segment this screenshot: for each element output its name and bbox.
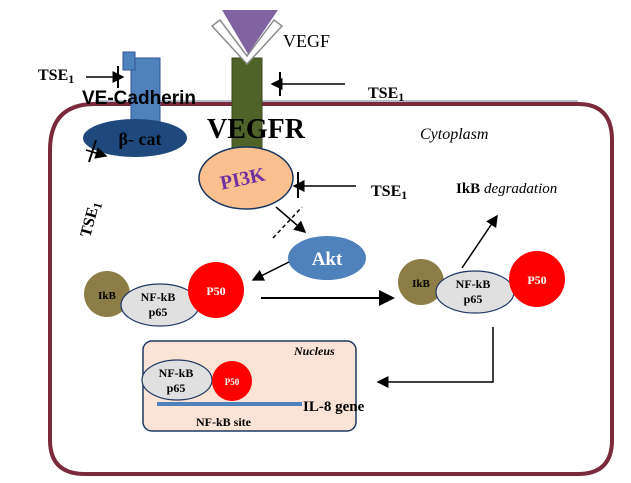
vegfr-label: VEGFR — [207, 114, 306, 145]
p50-nucleus-shape — [212, 361, 252, 401]
akt-label: Akt — [312, 249, 343, 270]
vegfr-shape — [231, 57, 263, 159]
cell-membrane — [48, 102, 614, 476]
beta-cat-shape — [83, 119, 187, 157]
p50-left-shape — [188, 262, 244, 318]
ikb-right-label: IkB — [412, 278, 430, 290]
nfkb-nucleus-label-bottom: p65 — [167, 381, 186, 395]
tse-pi3k-label: TSE1 — [371, 183, 407, 202]
nfkb-nucleus-label-top: NF-kB — [159, 366, 194, 380]
vegf-label: VEGF — [283, 31, 330, 51]
p50-right-shape — [509, 251, 565, 307]
ikb-degradation-label: IkB degradation — [456, 181, 557, 197]
to-nucleus-arrow — [376, 327, 494, 388]
tse-top-left-label: TSE1 — [38, 67, 74, 86]
vegf-ligand — [222, 10, 278, 54]
vegf-binding-cup — [210, 18, 284, 66]
complex-right: IkB NF-kB p65 P50 — [398, 251, 565, 314]
pi3k-akt-block — [272, 206, 303, 239]
ve-cadherin-label: VE-Cadherin — [82, 88, 196, 109]
tse-beta-cat-label: TSE1 — [77, 200, 105, 240]
nfkb-nucleus-shape — [141, 359, 213, 401]
beta-cat-label: β- cat — [119, 129, 162, 149]
p50-nucleus-label: P50 — [225, 377, 240, 387]
complex-nucleus: NF-kB p65 P50 — [141, 359, 252, 401]
il8-gene-label: IL-8 gene — [303, 399, 365, 415]
nfkb-left-label-bottom: p65 — [149, 305, 168, 319]
akt-shape — [288, 236, 366, 280]
ve-cadherin-shape — [130, 57, 161, 129]
tse-beta-cat-bar — [88, 139, 97, 163]
akt-to-complex-arrow — [251, 261, 290, 281]
p50-left-label: P50 — [206, 284, 225, 298]
cytoplasm-label: Cytoplasm — [420, 126, 488, 143]
degradation-arrow — [461, 214, 498, 269]
ikb-left-shape — [84, 271, 130, 317]
nucleus-label: Nucleus — [293, 344, 335, 358]
ikb-right-shape — [398, 259, 444, 305]
pi3k-to-akt-arrow — [275, 206, 307, 233]
nfkb-left-label-top: NF-kB — [141, 290, 176, 304]
ikb-left-label: IkB — [98, 290, 116, 302]
nfkb-right-label-top: NF-kB — [456, 277, 491, 291]
p50-right-label: P50 — [527, 273, 546, 287]
tse-beta-cat-arrow — [85, 147, 108, 159]
tse-vegfr-label: TSE1 — [368, 85, 404, 104]
complex-left: IkB NF-kB p65 P50 — [84, 262, 244, 327]
pi3k-shape — [198, 146, 294, 210]
ve-cadherin-cap — [122, 51, 136, 71]
nfkb-right-label-bottom: p65 — [464, 292, 483, 306]
nfkb-site-label: NF-kB site — [196, 415, 252, 429]
